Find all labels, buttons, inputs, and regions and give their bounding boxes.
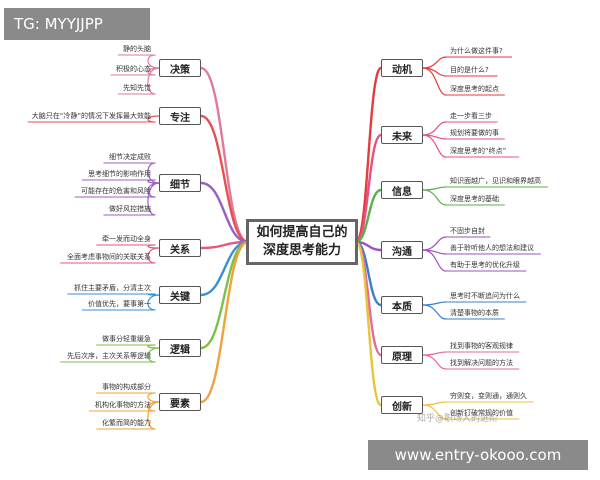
branch-connector-right-2	[354, 188, 383, 244]
leaf-right-3-2: 有助于思考的优化升级	[450, 261, 520, 269]
leaf-connector-right-6-1	[422, 404, 447, 420]
leaf-right-0-1: 目的是什么?	[450, 66, 489, 74]
branch-connector-right-6	[354, 240, 383, 407]
leaf-connector-right-0-2	[422, 67, 447, 96]
leaf-right-2-0: 知识面越广，见识和眼界越高	[450, 177, 541, 185]
topic-right-6: 创新	[381, 396, 423, 414]
leaf-connector-right-0-0	[422, 56, 447, 69]
topic-right-2: 信息	[381, 181, 423, 199]
leaf-right-4-1: 清楚事物的本质	[450, 309, 499, 317]
leaf-right-6-0: 穷则变，变则通，通则久	[450, 392, 527, 400]
leaf-connector-right-2-1	[422, 189, 447, 206]
central-topic-line2: 深度思考能力	[262, 243, 341, 258]
branch-connector-left-6	[199, 240, 250, 404]
leaf-right-5-1: 找到解决问题的方法	[450, 359, 513, 367]
topic-left-5: 逻辑	[159, 339, 201, 357]
topic-left-4: 关键	[159, 286, 201, 304]
central-topic-line1: 如何提高自己的	[256, 225, 348, 240]
leaf-right-2-1: 深度思考的基础	[450, 195, 499, 203]
central-topic: 如何提高自己的 深度思考能力	[246, 219, 358, 265]
leaf-left-0-1: 积极的心态	[116, 65, 151, 73]
leaf-connector-right-4-0	[422, 301, 447, 306]
topic-right-3: 沟通	[381, 241, 423, 259]
leaf-left-2-1: 思考细节的影响作用	[88, 170, 151, 178]
leaf-right-3-0: 不固步自封	[450, 227, 485, 235]
leaf-left-3-0: 牵一发而动全身	[102, 235, 151, 243]
leaf-right-3-1: 善于聆听他人的想法和建议	[450, 244, 534, 252]
leaf-left-6-2: 化繁而简的能力	[102, 419, 151, 427]
url-banner: www.entry-okooo.com	[368, 440, 588, 470]
leaf-right-1-0: 走一步看三步	[450, 112, 492, 120]
leaf-connector-right-5-1	[422, 354, 447, 370]
leaf-right-5-0: 找到事物的客观规律	[450, 342, 513, 350]
leaf-left-0-2: 先知先觉	[123, 84, 151, 92]
leaf-connector-left-2-3	[147, 182, 160, 216]
leaf-connector-left-0-2	[147, 67, 160, 95]
leaf-connector-right-3-2	[422, 249, 447, 272]
leaf-left-5-1: 先后次序，主次关系等逻辑	[67, 352, 151, 360]
leaf-left-2-2: 可能存在的危害和风险	[81, 187, 151, 195]
topic-left-3: 关系	[159, 239, 201, 257]
leaf-left-2-3: 做好风控措施	[109, 205, 151, 213]
branch-connector-left-5	[199, 240, 250, 350]
leaf-left-2-0: 细节决定成败	[109, 153, 151, 161]
topic-left-0: 决策	[159, 59, 201, 77]
leaf-left-5-0: 做事分轻重缓急	[102, 335, 151, 343]
leaf-left-6-0: 事物的构成部分	[102, 383, 151, 391]
topic-right-0: 动机	[381, 59, 423, 77]
branch-connector-left-1	[199, 114, 250, 244]
leaf-right-0-0: 为什么做这件事?	[450, 47, 503, 55]
topic-left-2: 细节	[159, 174, 201, 192]
branch-connector-left-2	[199, 181, 250, 244]
topic-left-1: 专注	[159, 107, 201, 125]
leaf-right-1-1: 规划将要做的事	[450, 129, 499, 137]
leaf-left-4-1: 价值优先，要事第一	[88, 300, 151, 308]
leaf-left-4-0: 抓住主要矛盾，分清主次	[74, 284, 151, 292]
leaf-connector-right-5-0	[422, 351, 447, 356]
topic-right-1: 未来	[381, 126, 423, 144]
watermark: 知乎@职场人的进阶	[417, 414, 499, 424]
topic-right-5: 原理	[381, 346, 423, 364]
leaf-connector-right-6-0	[422, 401, 447, 406]
leaf-right-6-1: 创新打破常规的价值	[450, 409, 513, 417]
topic-left-6: 要素	[159, 393, 201, 411]
leaf-left-6-1: 机构化事物的方法	[95, 401, 151, 409]
leaf-connector-right-1-2	[422, 134, 447, 158]
leaf-connector-right-3-0	[422, 236, 447, 251]
leaf-right-1-2: 深度思考的“终点”	[450, 147, 507, 155]
branch-connector-right-1	[354, 133, 383, 244]
topic-right-4: 本质	[381, 296, 423, 314]
leaf-left-3-1: 全面考虑事物间的关联关系	[67, 253, 151, 261]
leaf-right-0-2: 深度思考的起点	[450, 85, 499, 93]
leaf-connector-right-2-0	[422, 186, 447, 191]
leaf-left-1-0: 大脑只在“冷静”的情况下发挥最大效能	[31, 112, 151, 120]
leaf-right-4-0: 思考时不断追问为什么	[450, 292, 520, 300]
branch-connector-left-0	[199, 66, 250, 244]
leaf-left-0-0: 静的头脑	[123, 45, 151, 53]
leaf-connector-left-6-2	[147, 401, 160, 430]
leaf-connector-right-4-1	[422, 304, 447, 320]
tg-label: TG: MYYJJPP	[4, 8, 150, 40]
leaf-connector-right-1-0	[422, 121, 447, 136]
